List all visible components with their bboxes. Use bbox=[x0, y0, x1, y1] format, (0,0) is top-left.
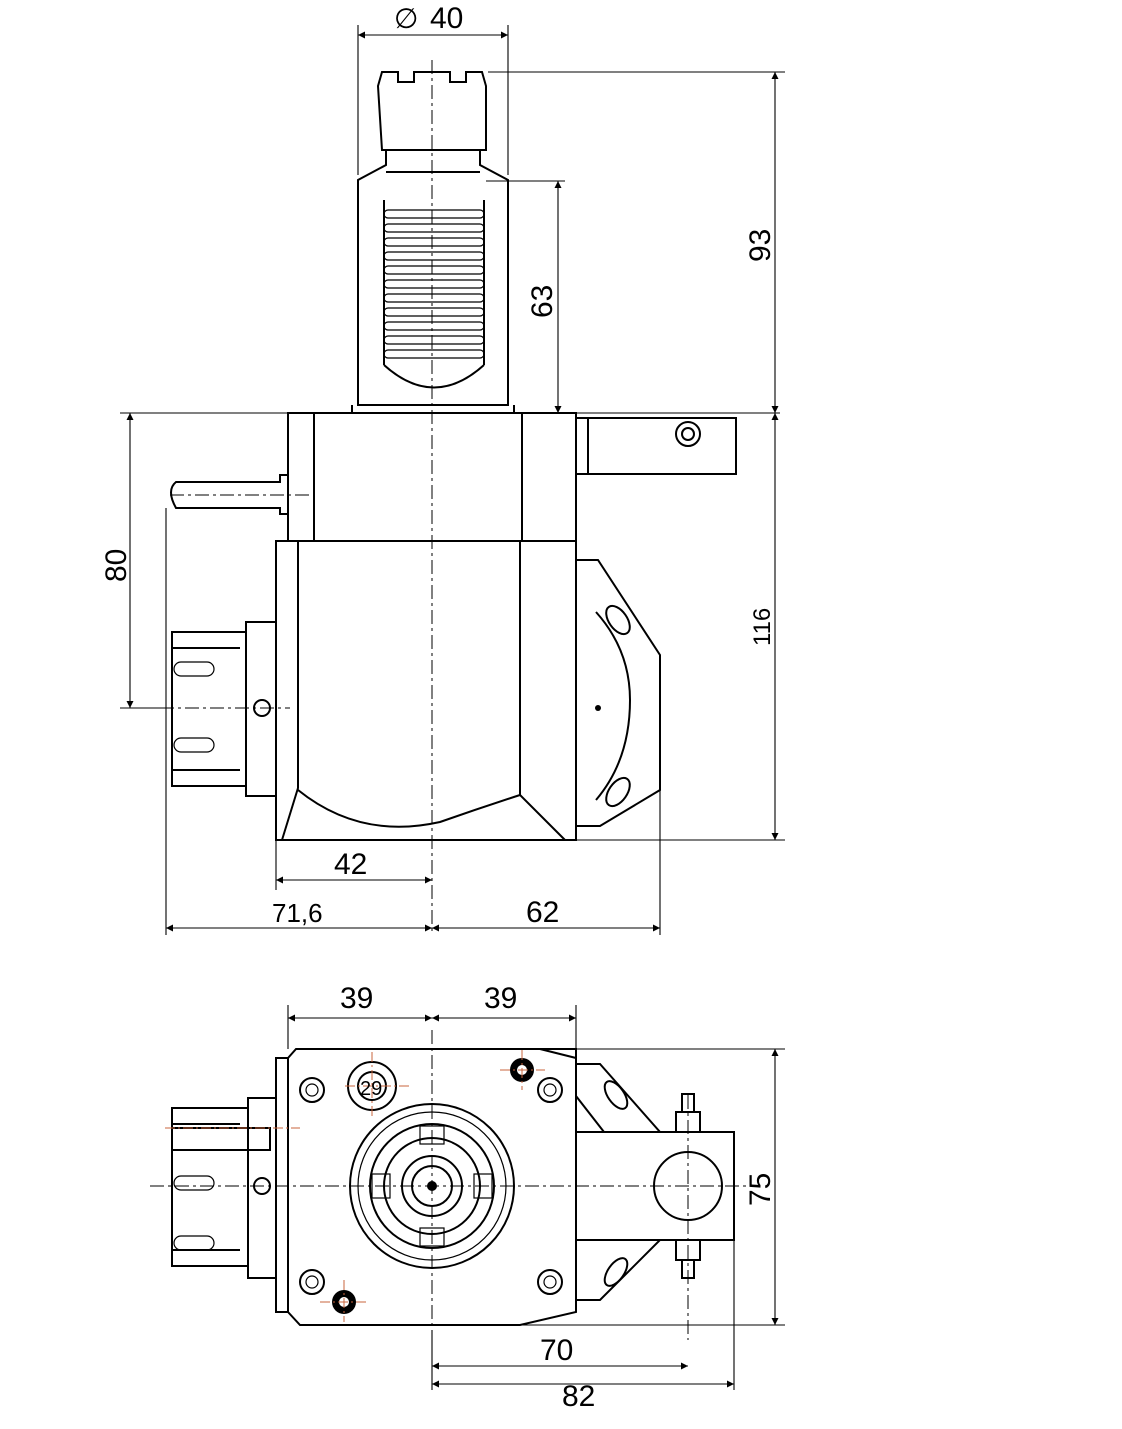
right-arm bbox=[576, 417, 737, 475]
collet-nut-bottom bbox=[165, 1097, 300, 1279]
dim-70: 70 bbox=[540, 1334, 573, 1367]
dim-82: 82 bbox=[562, 1380, 595, 1413]
dim-29: 29 bbox=[360, 1078, 382, 1100]
hole-29 bbox=[320, 1050, 545, 1322]
dim-63: 63 bbox=[526, 285, 559, 318]
dim-62: 62 bbox=[526, 896, 559, 929]
dim-93: 93 bbox=[744, 229, 777, 262]
dim-75: 75 bbox=[744, 1173, 777, 1206]
right-clamp bbox=[575, 1063, 735, 1301]
shank bbox=[351, 71, 515, 414]
left-pin bbox=[170, 474, 288, 515]
dim-116: 116 bbox=[749, 608, 776, 646]
dim-42: 42 bbox=[334, 848, 367, 881]
dim-diameter-symbol: ∅ bbox=[394, 3, 418, 34]
dim-diameter-value: 40 bbox=[430, 2, 463, 35]
dim-39-right: 39 bbox=[484, 982, 517, 1015]
bottom-view bbox=[150, 1005, 785, 1390]
dim-71-6: 71,6 bbox=[272, 898, 323, 928]
dim-80: 80 bbox=[100, 549, 133, 582]
dim-39-left: 39 bbox=[340, 982, 373, 1015]
housing bbox=[275, 412, 577, 841]
right-flange bbox=[575, 559, 661, 827]
body-plate bbox=[275, 1048, 577, 1326]
side-view bbox=[120, 25, 785, 935]
thread bbox=[383, 200, 485, 389]
collet-nut-side bbox=[171, 621, 277, 797]
